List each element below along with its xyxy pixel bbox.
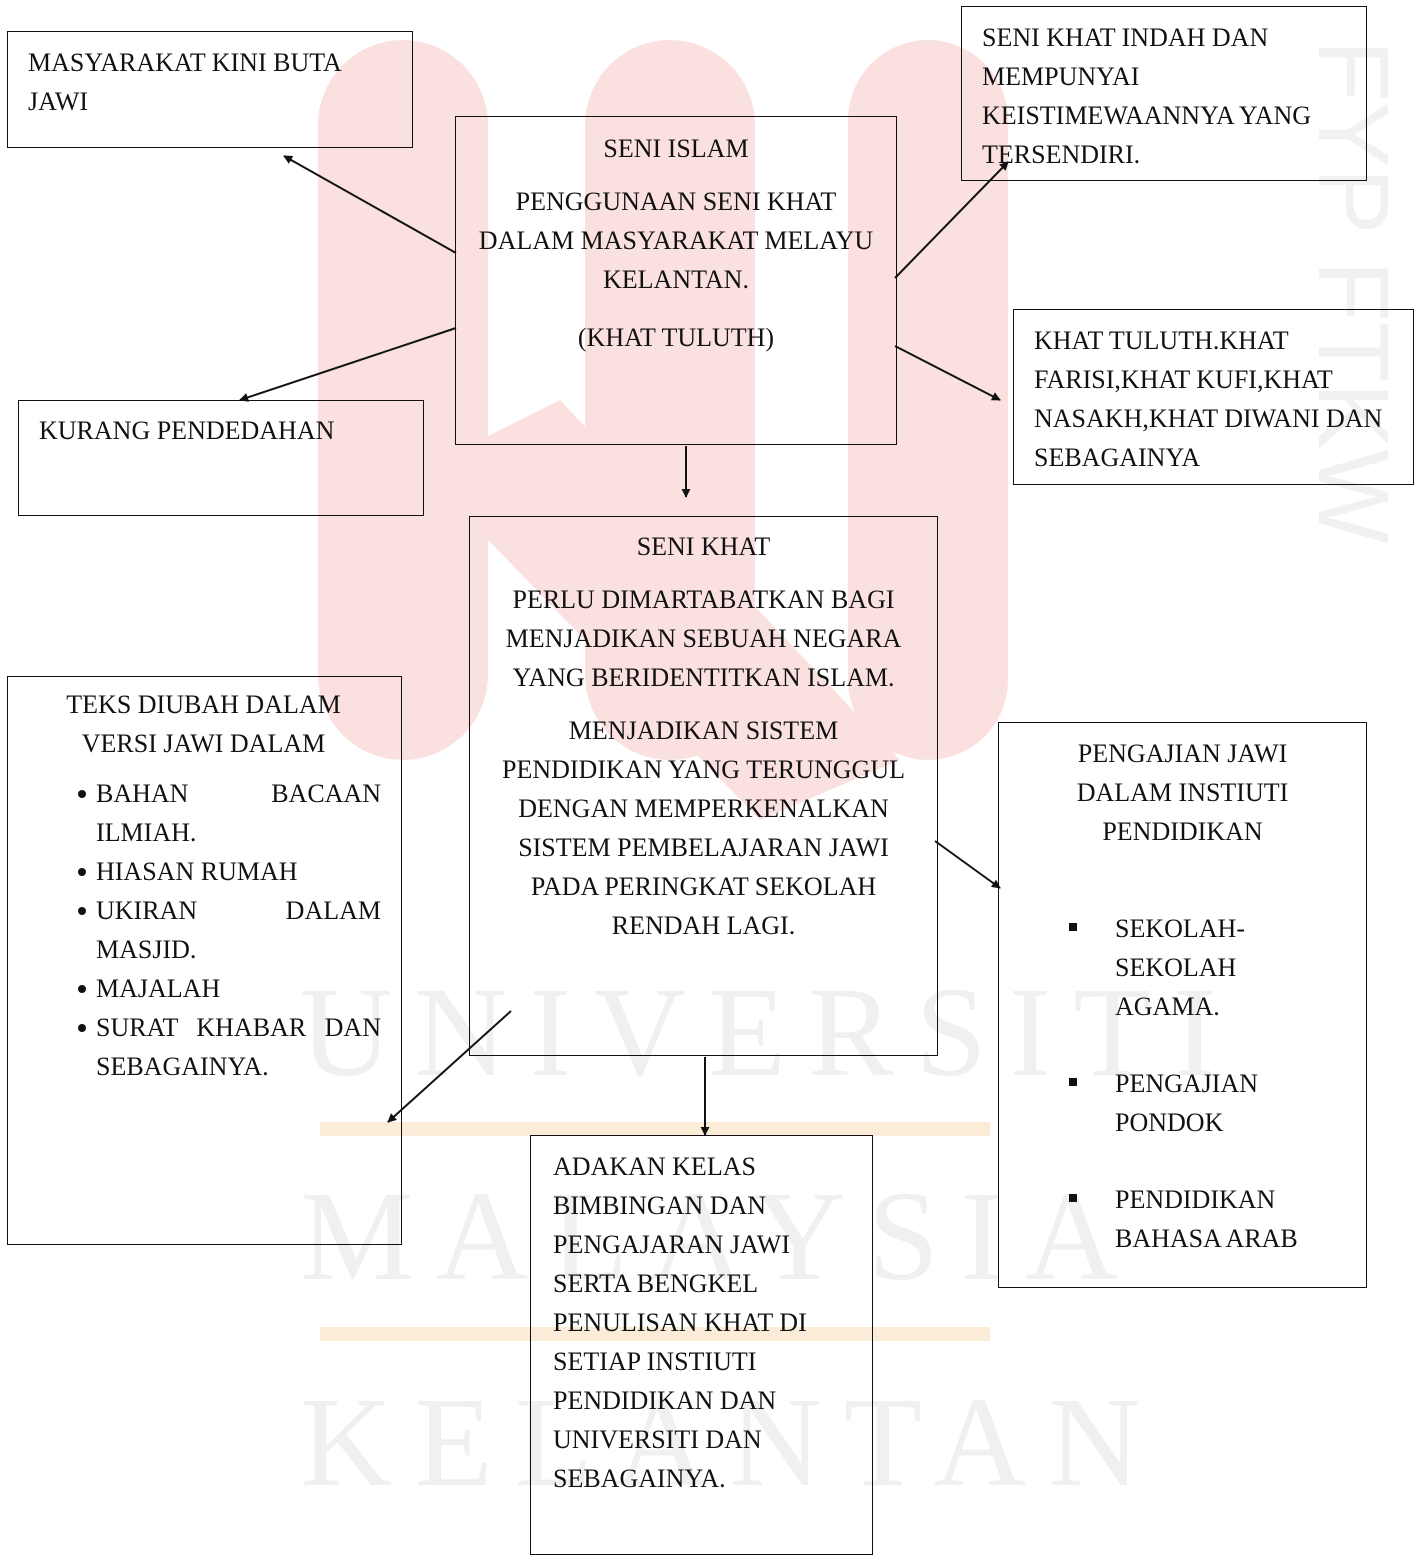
teks-heading: TEKS DIUBAH DALAM VERSI JAWI DALAM	[66, 690, 341, 758]
seni-islam-title: SENI ISLAM	[603, 134, 749, 163]
pengajian-heading: PENGAJIAN JAWI DALAM INSTIUTI PENDIDIKAN	[1076, 739, 1289, 846]
masyarakat-text: MASYARAKAT KINI BUTA JAWI	[28, 48, 341, 116]
box-teks-jawi: TEKS DIUBAH DALAM VERSI JAWI DALAM BAHAN…	[7, 676, 402, 1245]
arrow-to-masyarakat	[283, 155, 457, 254]
arrow-to-pengajian	[934, 840, 1001, 889]
box-seni-islam: SENI ISLAM PENGGUNAAN SENI KHAT DALAM MA…	[455, 116, 897, 445]
box-masyarakat-buta-jawi: MASYARAKAT KINI BUTA JAWI	[7, 31, 413, 148]
arrow-to-jenis-khat	[894, 345, 1001, 401]
box-kurang-pendedahan: KURANG PENDEDAHAN	[18, 400, 424, 516]
kurang-text: KURANG PENDEDAHAN	[39, 416, 335, 445]
box-seni-khat: SENI KHAT PERLU DIMARTABATKAN BAGI MENJA…	[469, 516, 938, 1056]
seni-islam-note: (KHAT TULUTH)	[577, 323, 775, 352]
arrow-to-teks	[387, 1010, 512, 1123]
seni-islam-body: PENGGUNAAN SENI KHAT DALAM MASYARAKAT ME…	[478, 187, 874, 294]
box-jenis-khat: KHAT TULUTH.KHAT FARISI,KHAT KUFI,KHAT N…	[1013, 309, 1414, 485]
adakan-text: ADAKAN KELAS BIMBINGAN DAN PENGAJARAN JA…	[553, 1152, 807, 1493]
teks-list: BAHAN BACAAN ILMIAH. HIASAN RUMAH UKIRAN…	[8, 774, 381, 1086]
seni-khat-indah-text: SENI KHAT INDAH DAN MEMPUNYAI KEISTIMEWA…	[982, 23, 1312, 169]
box-adakan-kelas: ADAKAN KELAS BIMBINGAN DAN PENGAJARAN JA…	[530, 1135, 873, 1555]
seni-khat-title: SENI KHAT	[636, 532, 771, 561]
seni-khat-para-1: PERLU DIMARTABATKAN BAGI MENJADIKAN SEBU…	[505, 585, 902, 692]
pengajian-item: PENDIDIKAN BAHASA ARAB	[999, 1180, 1348, 1258]
arrow-to-seni-khat-indah	[894, 161, 1009, 279]
teks-item: BAHAN BACAAN ILMIAH.	[8, 774, 381, 852]
pengajian-list: SEKOLAH-SEKOLAH AGAMA. PENGAJIAN PONDOK …	[999, 909, 1348, 1258]
teks-item: UKIRAN DALAM MASJID.	[8, 891, 381, 969]
jenis-khat-text: KHAT TULUTH.KHAT FARISI,KHAT KUFI,KHAT N…	[1034, 326, 1383, 472]
arrow-to-kurang	[239, 327, 457, 402]
box-pengajian-jawi: PENGAJIAN JAWI DALAM INSTIUTI PENDIDIKAN…	[998, 722, 1367, 1288]
pengajian-item: SEKOLAH-SEKOLAH AGAMA.	[999, 909, 1348, 1026]
seni-khat-para-2: MENJADIKAN SISTEM PENDIDIKAN YANG TERUNG…	[502, 716, 905, 940]
teks-item: HIASAN RUMAH	[8, 852, 381, 891]
teks-item: MAJALAH	[8, 969, 381, 1008]
box-seni-khat-indah: SENI KHAT INDAH DAN MEMPUNYAI KEISTIMEWA…	[961, 6, 1367, 181]
teks-item: SURAT KHABAR DAN SEBAGAINYA.	[8, 1008, 381, 1086]
pengajian-item: PENGAJIAN PONDOK	[999, 1064, 1348, 1142]
